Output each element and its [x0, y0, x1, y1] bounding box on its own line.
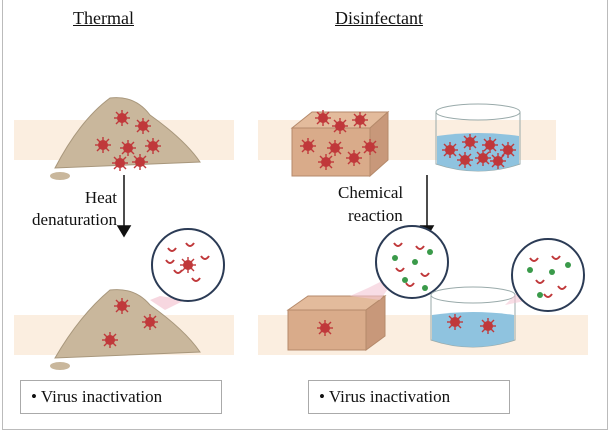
- process-label-chemical: Chemical: [338, 183, 404, 202]
- panel-title-thermal: Thermal: [73, 8, 134, 28]
- cube-top: [290, 109, 390, 178]
- cube-bottom: [286, 272, 400, 351]
- magnified-view-dish: [511, 238, 585, 312]
- dish-bottom: [430, 286, 530, 348]
- magnified-view-cube: [375, 225, 449, 299]
- result-box-thermal: • Virus inactivation: [20, 380, 222, 414]
- panel-title-disinfectant: Disinfectant: [335, 8, 423, 28]
- pile-top: [50, 97, 201, 180]
- process-label-denaturation: denaturation: [32, 210, 117, 229]
- process-label-reaction: reaction: [348, 206, 403, 225]
- process-label-heat: Heat: [84, 188, 117, 207]
- magnified-view-thermal: [151, 228, 225, 302]
- arrow-thermal: [116, 175, 132, 238]
- dish-top: [435, 103, 521, 172]
- result-box-disinfectant: • Virus inactivation: [308, 380, 510, 414]
